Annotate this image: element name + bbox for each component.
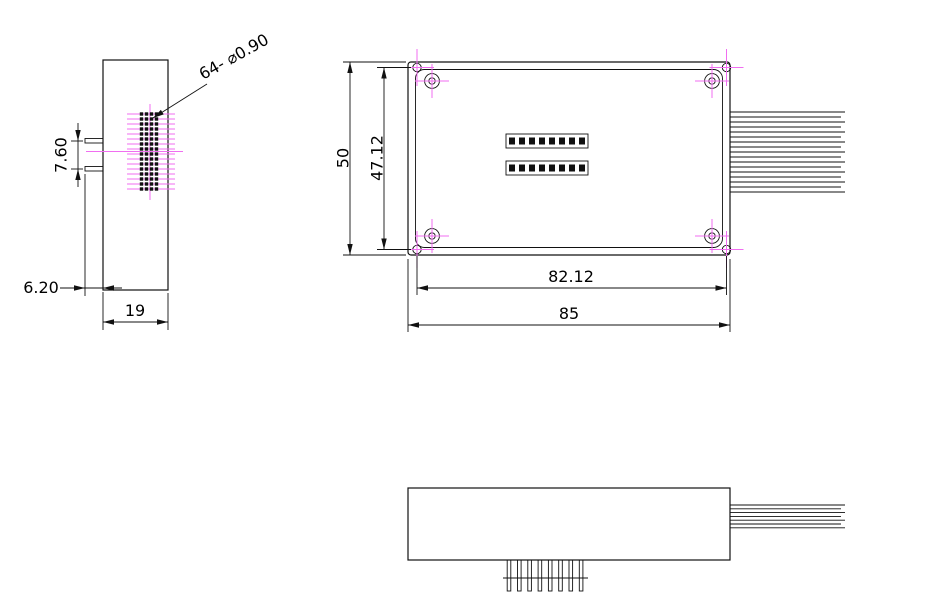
pin-grid xyxy=(127,112,175,191)
dim-pin-span-label: 7.60 xyxy=(52,137,71,173)
pin-callout: 64- ⌀0.90 xyxy=(152,30,272,119)
callout-label: 64- ⌀0.90 xyxy=(196,30,272,84)
dim-body-height-label: 50 xyxy=(334,148,353,168)
fiber-ribbon-top xyxy=(730,111,845,193)
connector-row-1 xyxy=(505,133,589,149)
front-pins xyxy=(503,559,588,592)
side-view xyxy=(84,59,183,291)
connector-row-2 xyxy=(505,160,589,176)
dim-pin-span: 7.60 xyxy=(52,123,83,187)
top-lid-outline xyxy=(415,69,723,248)
dim-pin-inset: 6.20 xyxy=(23,174,122,330)
dim-hole-span-vertical: 47.12 xyxy=(368,67,411,250)
fiber-ribbon-front xyxy=(730,504,845,529)
side-body-outline xyxy=(102,59,169,291)
top-view xyxy=(400,49,845,268)
dim-hole-span-horizontal-label: 82.12 xyxy=(548,267,594,286)
connector-row-1-cells xyxy=(509,137,585,145)
lead-pin-bottom xyxy=(84,166,104,172)
lid-screw-centerlines xyxy=(415,64,729,253)
corner-hole-centerlines xyxy=(400,49,744,268)
connector-row-2-cells xyxy=(509,164,585,172)
lead-pin-top xyxy=(84,138,104,144)
front-body-outline xyxy=(407,487,731,561)
dim-side-width: 19 xyxy=(103,293,169,330)
dim-body-height: 50 xyxy=(334,61,406,256)
lid-screws xyxy=(424,73,720,244)
dim-body-width: 85 xyxy=(407,259,731,332)
callout-leader-arrow xyxy=(152,83,208,119)
dim-pin-inset-label: 6.20 xyxy=(23,278,59,297)
front-view xyxy=(407,487,845,592)
top-body-outline xyxy=(407,61,731,256)
dim-body-width-label: 85 xyxy=(559,304,579,323)
dim-side-width-label: 19 xyxy=(125,301,145,320)
dim-hole-span-horizontal: 82.12 xyxy=(416,256,727,295)
dim-hole-span-vertical-label: 47.12 xyxy=(368,135,387,181)
